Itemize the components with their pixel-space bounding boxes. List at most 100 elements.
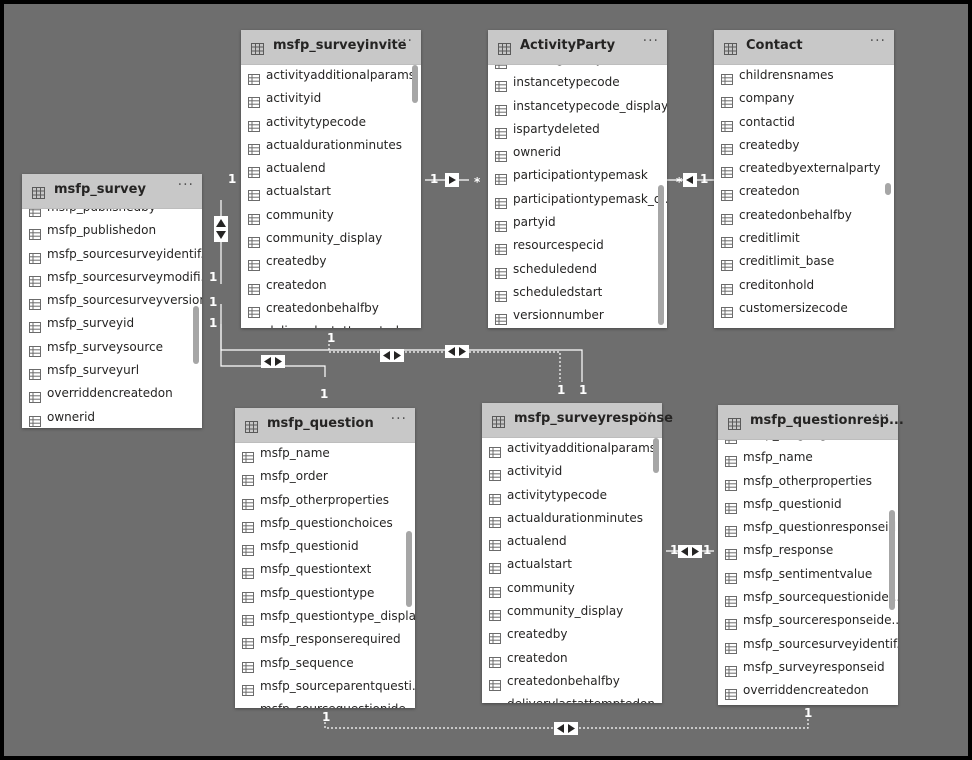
field-row[interactable]: createdby xyxy=(482,624,650,647)
scrollbar-thumb[interactable] xyxy=(412,65,418,103)
field-row[interactable]: ownerid xyxy=(22,407,190,428)
scrollbar-thumb[interactable] xyxy=(653,438,659,473)
field-row[interactable]: msfp_publishedon xyxy=(22,220,190,243)
field-row[interactable]: company xyxy=(714,88,882,111)
field-row[interactable]: msfp_otherproperties xyxy=(718,471,886,494)
field-row[interactable]: overriddencreatedon xyxy=(718,680,886,703)
arrow-bidirectional-icon[interactable] xyxy=(554,722,578,735)
field-row[interactable]: deliverylastattemptedon xyxy=(482,694,655,703)
field-row[interactable]: msfp_surveyid xyxy=(22,313,190,336)
field-row[interactable]: community xyxy=(241,205,409,228)
table-card-activityparty[interactable]: ActivityParty···exchangeentryidinstancet… xyxy=(488,30,667,328)
field-row[interactable]: participationtypemask xyxy=(488,165,655,188)
field-row[interactable]: creditlimit xyxy=(714,228,882,251)
field-row[interactable]: createdby xyxy=(241,251,409,274)
table-header[interactable]: msfp_questionresp...··· xyxy=(718,405,904,440)
field-row[interactable]: scheduledend xyxy=(488,259,655,282)
field-row[interactable]: msfp_sourcesurveyidentif... xyxy=(22,244,202,267)
field-row[interactable]: createdon xyxy=(714,181,882,204)
field-list[interactable]: msfp_publishedbymsfp_publishedonmsfp_sou… xyxy=(22,209,202,428)
field-row[interactable]: msfp_name xyxy=(718,447,886,470)
scrollbar-thumb[interactable] xyxy=(658,185,664,325)
field-row[interactable]: msfp_name xyxy=(235,443,403,466)
field-row[interactable]: ownerid xyxy=(488,142,655,165)
field-row[interactable]: msfp_questiontype xyxy=(235,583,403,606)
table-header[interactable]: msfp_survey··· xyxy=(22,174,202,209)
table-header[interactable]: msfp_question··· xyxy=(235,408,415,443)
field-row[interactable]: actualstart xyxy=(241,181,409,204)
scrollbar-thumb[interactable] xyxy=(406,531,412,607)
more-options-icon[interactable]: ··· xyxy=(869,33,886,49)
field-row[interactable]: msfp_sourcequestionide... xyxy=(235,699,415,708)
field-row[interactable]: msfp_sourcequestionide... xyxy=(718,587,898,610)
more-options-icon[interactable]: ··· xyxy=(177,177,194,193)
field-row[interactable]: msfp_questionresponseid xyxy=(718,517,896,540)
field-row[interactable]: actualend xyxy=(241,158,409,181)
field-row[interactable]: createdbyexternalparty xyxy=(714,158,882,181)
more-options-icon[interactable]: ··· xyxy=(642,33,659,49)
field-row[interactable]: activityid xyxy=(241,88,409,111)
field-row[interactable]: msfp_response xyxy=(718,540,886,563)
scrollbar-thumb[interactable] xyxy=(885,183,891,195)
field-list[interactable]: msfp_languagemsfp_namemsfp_otherproperti… xyxy=(718,440,898,705)
field-row[interactable]: msfp_questionchoices xyxy=(235,513,403,536)
more-options-icon[interactable]: ··· xyxy=(637,406,654,422)
field-row[interactable]: msfp_questionid xyxy=(235,536,403,559)
field-row[interactable]: createdonbehalfby xyxy=(241,298,409,321)
field-list[interactable]: exchangeentryidinstancetypecodeinstancet… xyxy=(488,65,667,328)
field-row[interactable]: activityadditionalparams xyxy=(482,438,656,461)
field-row[interactable]: actualstart xyxy=(482,554,650,577)
field-row[interactable]: msfp_surveyresponseid xyxy=(718,657,886,680)
field-row[interactable]: msfp_sourceparentquesti... xyxy=(235,676,415,699)
more-options-icon[interactable]: ··· xyxy=(396,33,413,49)
field-row[interactable]: createdonbehalfby xyxy=(482,671,650,694)
field-row[interactable]: instancetypecode_display xyxy=(488,96,667,119)
field-row[interactable]: msfp_otherproperties xyxy=(235,490,403,513)
field-row[interactable]: creditlimit_base xyxy=(714,251,882,274)
more-options-icon[interactable]: ··· xyxy=(390,411,407,427)
arrow-left-icon[interactable] xyxy=(683,173,697,187)
field-row[interactable]: actualend xyxy=(482,531,650,554)
field-row[interactable]: community xyxy=(482,578,650,601)
field-row[interactable]: activityadditionalparams xyxy=(241,65,415,88)
field-row[interactable]: msfp_surveysource xyxy=(22,337,190,360)
field-row[interactable]: ispartydeleted xyxy=(488,119,655,142)
field-row[interactable]: msfp_order xyxy=(235,466,403,489)
field-row[interactable]: msfp_sequence xyxy=(235,653,403,676)
field-row[interactable]: partyid xyxy=(488,212,655,235)
arrow-bidirectional-icon[interactable] xyxy=(445,345,469,358)
field-row[interactable]: msfp_sourcesurveyversion xyxy=(22,290,202,313)
table-header[interactable]: ActivityParty··· xyxy=(488,30,667,65)
field-row[interactable]: msfp_sentimentvalue xyxy=(718,564,886,587)
table-card-msfp-survey[interactable]: msfp_survey···msfp_publishedbymsfp_publi… xyxy=(22,174,202,428)
field-row[interactable]: instancetypecode xyxy=(488,72,655,95)
scrollbar-thumb[interactable] xyxy=(193,306,199,364)
field-row[interactable]: msfp_sourcesurveymodifi... xyxy=(22,267,202,290)
field-row[interactable]: createdonbehalfby xyxy=(714,205,882,228)
field-row[interactable]: msfp_responserequired xyxy=(235,629,403,652)
field-row[interactable]: contactid xyxy=(714,112,882,135)
field-row[interactable]: activitytypecode xyxy=(241,112,409,135)
field-row[interactable]: createdon xyxy=(241,275,409,298)
field-row[interactable]: creditonhold xyxy=(714,275,882,298)
table-header[interactable]: Contact··· xyxy=(714,30,894,65)
field-row[interactable]: deliverylastattemptedon xyxy=(241,321,414,328)
field-row[interactable]: msfp_sourcesurveyidentif... xyxy=(718,634,898,657)
field-row[interactable]: msfp_sourceresponseide... xyxy=(718,610,898,633)
field-row[interactable]: actualdurationminutes xyxy=(482,508,650,531)
field-row[interactable]: activityid xyxy=(482,461,650,484)
field-row[interactable]: participationtypemask_di... xyxy=(488,189,667,212)
arrow-bidirectional-vertical-icon[interactable] xyxy=(214,216,228,242)
table-card-msfp-surveyinvite[interactable]: msfp_surveyinvite···activityadditionalpa… xyxy=(241,30,421,328)
field-row[interactable]: actualdurationminutes xyxy=(241,135,409,158)
table-card-msfp-questionresponse[interactable]: msfp_questionresp...···msfp_languagemsfp… xyxy=(718,405,904,705)
field-row[interactable]: childrensnames xyxy=(714,65,882,88)
table-header[interactable]: msfp_surveyinvite··· xyxy=(241,30,421,65)
arrow-bidirectional-icon[interactable] xyxy=(380,349,404,362)
